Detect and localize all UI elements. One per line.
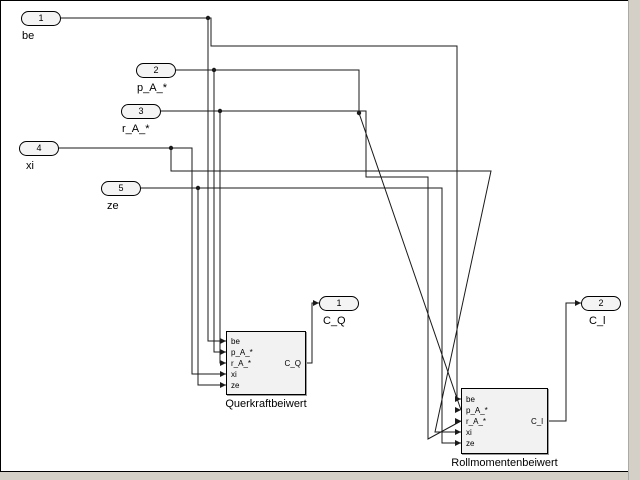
inport-number: 4 [36,143,42,153]
model-canvas[interactable]: 1 be 2 p_A_* 3 r_A_* 4 xi 5 ze 1 C_Q 2 C… [0,0,629,472]
wire-ze-to-rollmoment[interactable] [198,187,461,444]
block-input-label: be [466,395,475,404]
junction-dot [211,67,217,73]
wire-rA-to-rollmoment[interactable] [220,110,462,440]
arrowhead [220,371,226,377]
block-input-label: xi [231,370,237,379]
block-input-label: xi [466,428,472,437]
block-input-label: r_A_* [231,359,252,368]
inport-label-ze[interactable]: ze [107,200,119,212]
wire-layer [59,15,581,446]
block-input-label: be [231,337,240,346]
horizontal-scrollbar[interactable] [0,473,629,480]
arrowhead [313,300,319,306]
inport-label-rA[interactable]: r_A_* [122,123,150,135]
arrowhead [575,300,581,306]
inport-block-xi[interactable]: 4 [19,141,59,156]
block-input-label: ze [231,381,240,390]
block-input-label: ze [466,439,475,448]
outport-number: 1 [336,298,342,308]
subsystem-rollmomentenbeiwert[interactable]: be p_A_* r_A_* xi ze C_l [461,388,548,454]
outport-number: 2 [598,298,604,308]
arrowhead [220,338,226,344]
inport-label-xi[interactable]: xi [26,160,34,172]
inport-number: 1 [38,13,44,23]
inport-block-be[interactable]: 1 [21,11,61,26]
subsystem-title-querkraftbeiwert[interactable]: Querkraftbeiwert [225,398,307,410]
wire-pA-to-rollmoment[interactable] [214,69,462,411]
arrowhead [455,418,461,424]
inport-label-be[interactable]: be [22,30,35,42]
junction-dot [168,145,174,151]
wire-Cl-to-outport2[interactable] [548,302,581,422]
subsystem-title-rollmomentenbeiwert[interactable]: Rollmomentenbeiwert [451,457,558,469]
inport-block-rA[interactable]: 3 [121,104,161,119]
wire-CQ-to-outport1[interactable] [306,302,319,364]
block-output-label: C_l [530,417,543,426]
inport-label-pA[interactable]: p_A_* [137,82,167,94]
wire-xi-to-rollmoment[interactable] [170,148,492,433]
arrowhead [220,382,226,388]
junction-dot [195,185,201,191]
arrowhead [220,360,226,366]
arrowhead [455,440,461,446]
arrowhead [455,429,461,435]
wire-be-to-querkraft[interactable] [61,17,226,342]
block-output-label: C_Q [284,359,301,368]
junction-dot [217,108,223,114]
arrowhead [220,349,226,355]
arrowhead [455,396,461,402]
arrowhead [455,407,461,413]
inport-block-pA[interactable]: 2 [136,63,176,78]
outport-label-CQ[interactable]: C_Q [323,315,346,327]
block-input-label: p_A_* [466,406,488,415]
outport-block-Cl[interactable]: 2 [581,296,621,311]
junction-dot [356,110,362,116]
outport-label-Cl[interactable]: C_l [589,315,606,327]
inport-number: 2 [153,65,159,75]
outport-block-CQ[interactable]: 1 [319,296,359,311]
inport-number: 5 [118,183,124,193]
wire-xi-to-querkraft[interactable] [59,147,226,375]
block-input-label: r_A_* [466,417,487,426]
junction-dot [205,15,211,21]
vertical-scrollbar[interactable] [628,0,640,480]
subsystem-querkraftbeiwert[interactable]: be p_A_* r_A_* xi ze C_Q [226,331,306,395]
inport-block-ze[interactable]: 5 [101,181,141,196]
wire-ze-to-querkraft[interactable] [141,187,226,386]
block-input-label: p_A_* [231,348,253,357]
inport-number: 3 [138,106,144,116]
